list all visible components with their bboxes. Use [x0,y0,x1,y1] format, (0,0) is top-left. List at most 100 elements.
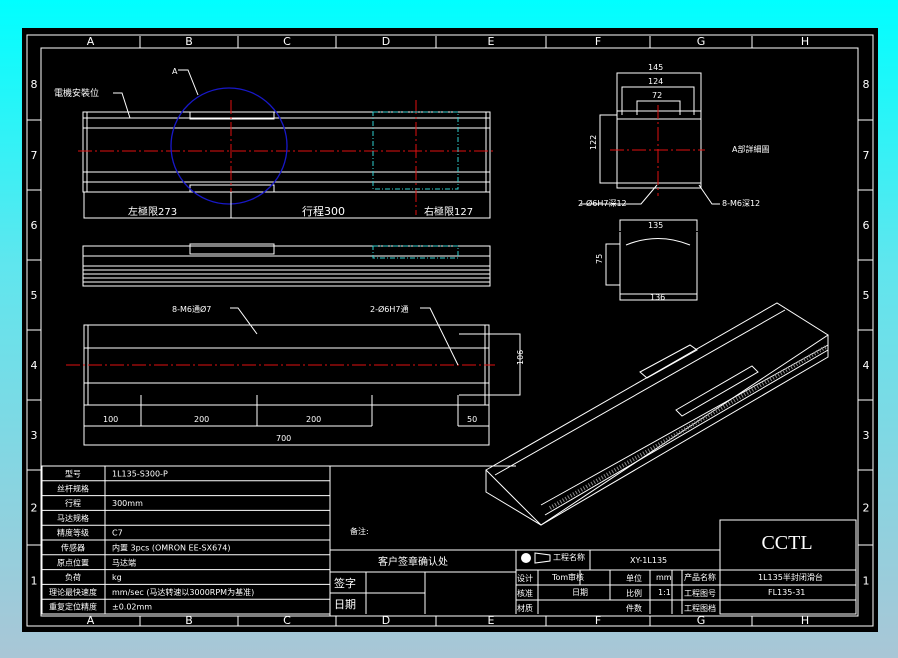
row-label: 5 [31,289,38,302]
drawing-number: FL135-31 [768,588,805,597]
row-label: 1 [31,575,38,588]
spec-value: 内置 3pcs (OMRON EE-SX674) [112,543,230,553]
title-block-text: 材质 [517,603,533,613]
isometric-view [485,302,829,526]
dim-72: 72 [652,91,662,100]
title-block-text: 设计 [517,573,533,583]
column-label: H [801,35,809,48]
column-label: A [87,614,95,627]
dim-124: 124 [648,77,663,86]
title-block-text: 1:1 [658,588,671,597]
column-label: G [697,35,706,48]
spec-label: 丝杆规格 [57,483,89,493]
hole-note-1: 8-M6通Ø7 [172,304,211,314]
hole-note-2: 2-Ø6H7通 [370,304,408,314]
drawing-frame [26,34,874,627]
column-label: B [185,35,193,48]
spec-value: 1L135-S300-P [112,470,168,479]
spec-value: kg [112,573,122,582]
row-label: 4 [31,359,38,372]
top-view: A 電機安裝位 左極限273 行程300 右極限127 [54,67,495,219]
right-limit-label: 右極限127 [424,205,473,218]
sign-label: 签字 [334,576,356,590]
row-label: 7 [863,149,870,162]
title-block-text: 件数 [626,603,642,613]
row-label: 6 [31,219,38,232]
title-block-text: 工程图档 [684,603,716,613]
row-label: 2 [31,502,38,515]
callout-a: A [172,67,178,76]
column-label: F [595,614,601,627]
section-view: 135 136 75 [595,219,698,302]
spec-value: C7 [112,529,123,538]
dim-200-b: 200 [306,415,321,424]
row-label: 7 [31,149,38,162]
spec-label: 型号 [65,470,81,479]
projection-symbol-icon [521,553,531,563]
end-note-left: 2-Ø6H7深12 [578,198,627,208]
bottom-view: 8-M6通Ø7 2-Ø6H7通 100 200 200 50 700 106 [66,304,525,446]
title-block-text: 产品名称 [684,572,716,582]
row-label: 6 [863,219,870,232]
stroke-label: 行程300 [302,205,345,218]
dim-100: 100 [103,415,118,424]
column-label: B [185,614,193,627]
dim-135: 135 [648,221,663,230]
title-block-text: 工程名称 [553,552,585,562]
column-label: H [801,614,809,627]
spec-label: 传感器 [61,543,85,553]
column-label: C [283,35,291,48]
title-block-text: 工程图号 [684,589,716,598]
spec-label: 负荷 [65,572,81,582]
column-label: E [488,35,495,48]
motor-mount-label: 電機安裝位 [54,87,99,99]
row-label: 2 [863,502,870,515]
dim-136: 136 [650,293,665,302]
title-block-text: 比例 [626,588,642,598]
remarks-label: 备注: [350,526,369,536]
column-label: C [283,614,291,627]
row-label: 1 [863,575,870,588]
spec-label: 精度等级 [57,528,89,538]
product-name: 1L135半封闭滑台 [758,572,823,582]
dim-200-a: 200 [194,415,209,424]
date-label: 日期 [334,598,356,611]
dim-122: 122 [589,135,598,150]
dim-700: 700 [276,434,291,443]
dim-50: 50 [467,415,477,424]
spec-label: 重复定位精度 [49,602,97,612]
row-label: 8 [863,78,870,91]
left-limit-label: 左極限273 [128,205,177,218]
side-view [82,243,491,287]
title-block: 备注: 客户签章确认处 签字 日期 CCTL 工程名称 XY-1L135 设计 … [329,465,857,616]
row-label: 3 [863,429,870,442]
title-block-text: Tom [551,573,568,582]
column-label: E [488,614,495,627]
dim-145: 145 [648,63,663,72]
drawing-background [22,28,878,632]
detail-end-view: 145 124 72 122 A部詳細圖 2-Ø6H7深12 8-M6深12 [578,63,769,208]
end-note-right: 8-M6深12 [722,199,760,208]
row-label: 8 [31,78,38,91]
title-block-text: mm [656,573,672,582]
title-block-text: 核准 [517,588,533,598]
spec-value: 马达端 [112,557,136,567]
dim-75: 75 [595,254,604,264]
title-block-text: 单位 [626,573,642,583]
column-label: G [697,614,706,627]
column-label: F [595,35,601,48]
customer-confirm-title: 客户签章确认处 [378,555,448,568]
spec-label: 马达规格 [57,513,89,523]
column-label: D [382,614,390,627]
spec-label: 理论最快速度 [49,587,97,597]
row-label: 4 [863,359,870,372]
column-label: A [87,35,95,48]
title-block-text: 审核 [568,572,584,582]
spec-value: 300mm [112,499,143,508]
spec-label: 原点位置 [57,557,89,567]
dim-106: 106 [516,350,525,365]
title-block-text: 日期 [572,588,588,597]
spec-value: mm/sec (马达转速以3000RPM为基准) [112,587,254,597]
